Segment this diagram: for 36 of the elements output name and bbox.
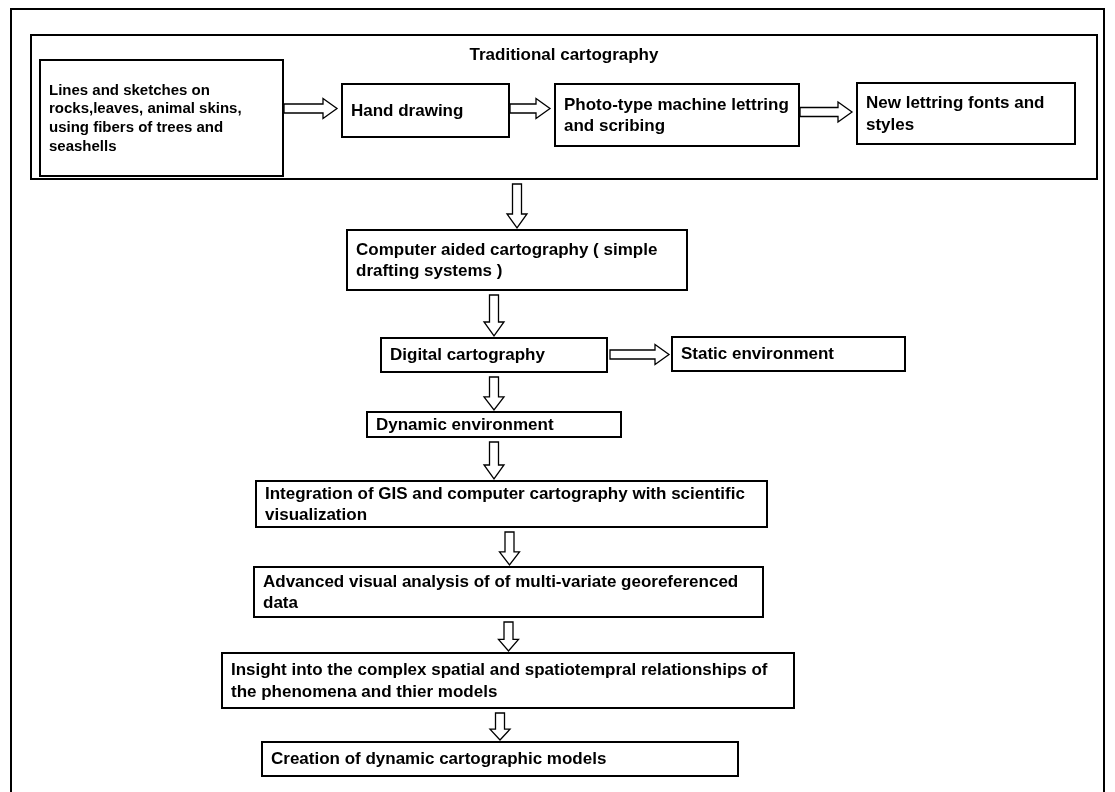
hollow-arrow [505,183,529,230]
box-label: Insight into the complex spatial and spatiotempral relationships of the phenomena and thier models [231,659,769,702]
box-label: Advanced visual analysis of of multi-variate georeferenced data [263,570,740,614]
box-label: Lines and sketches on rocks,leaves, animal skins, using fibers of trees and seashells [49,80,243,156]
hollow-arrow [509,97,552,120]
box-label: Photo-type machine lettring and scribing [564,93,790,137]
process-box [554,83,800,147]
box-label: Hand drawing [351,99,464,122]
process-box [253,566,764,618]
process-box [341,83,510,138]
process-box [39,59,284,177]
hollow-arrow [482,376,506,412]
process-box [380,337,608,373]
hollow-arrow [283,97,339,120]
process-box [856,82,1076,145]
process-box [366,411,622,438]
process-box [346,229,688,291]
box-label: Static environment [681,343,835,365]
process-box [221,652,795,709]
hollow-arrow [498,531,521,567]
hollow-arrow [482,441,506,481]
box-label: Integration of GIS and computer cartography with scientific visualization [265,482,746,526]
process-box [671,336,906,372]
box-label: Dynamic environment [376,413,554,436]
hollow-arrow [497,621,520,652]
box-label: Digital cartography [390,344,545,366]
box-label: Computer aided cartography ( simple drafting systems ) [356,238,659,282]
box-label: Creation of dynamic cartographic models [271,748,607,770]
hollow-arrow [609,343,671,366]
group-box [30,34,1098,180]
hollow-arrow [799,100,854,124]
hollow-arrow [482,294,506,338]
hollow-arrow [488,712,512,741]
group-title: Traditional cartography [468,44,660,66]
process-box [261,741,739,777]
box-label: New lettring fonts and styles [866,92,1046,135]
